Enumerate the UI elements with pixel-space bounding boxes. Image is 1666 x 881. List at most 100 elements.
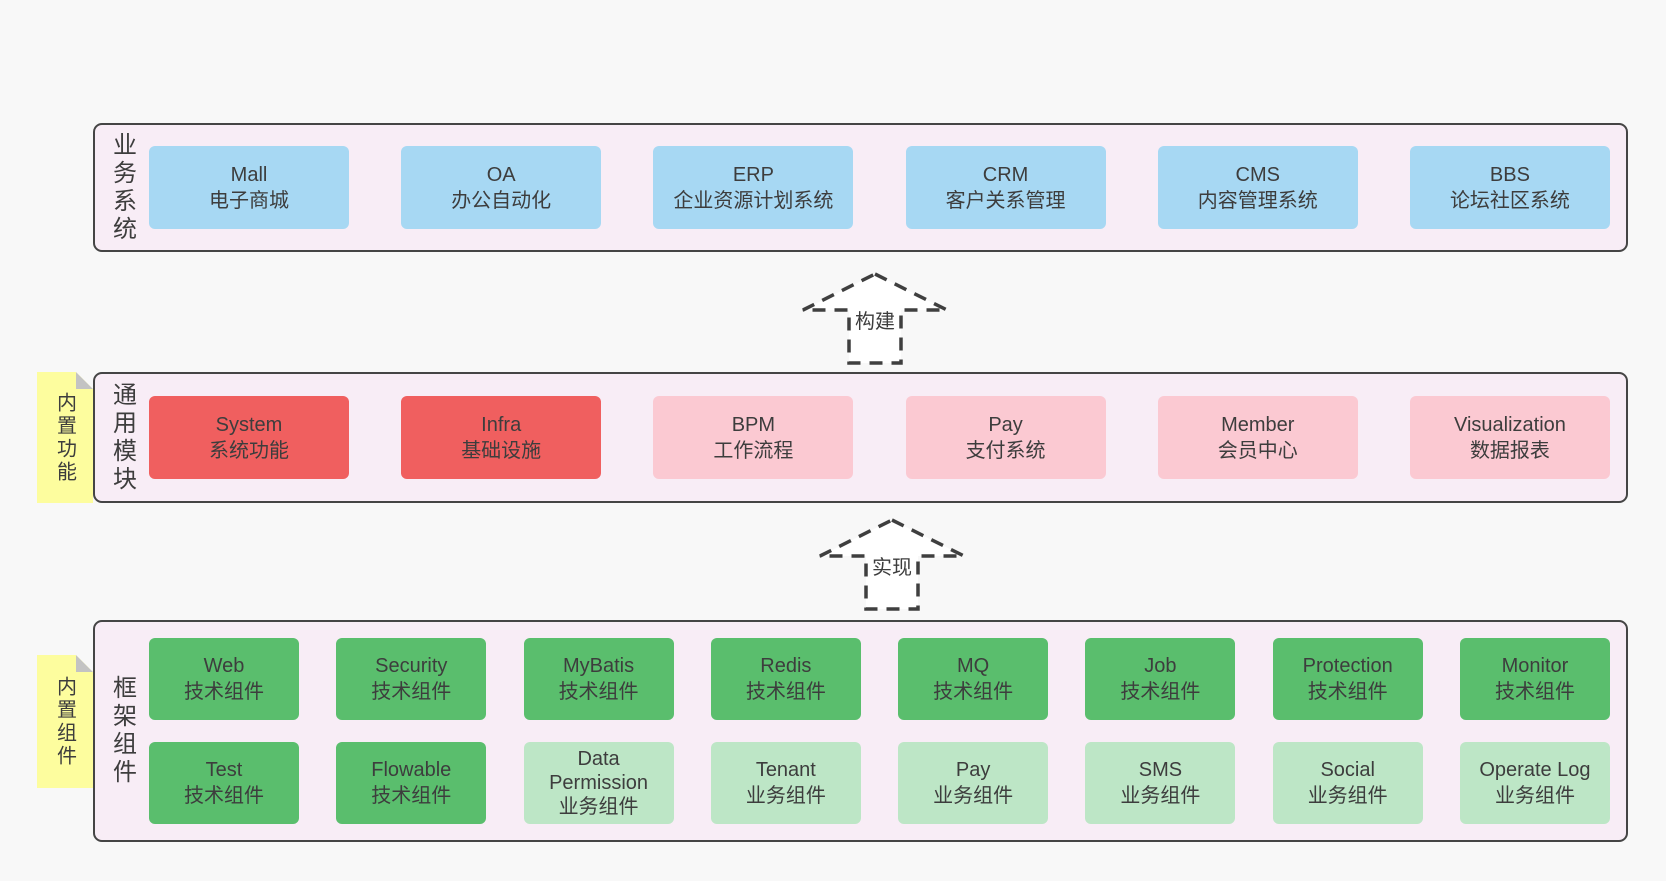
box-subtitle: 基础设施 — [461, 439, 542, 462]
box-title: Redis — [760, 655, 812, 677]
box-subtitle: 技术组件 — [933, 681, 1014, 703]
box-title: MQ — [957, 655, 990, 677]
box-subtitle: 业务组件 — [933, 785, 1014, 807]
box-subtitle: 技术组件 — [1120, 681, 1201, 703]
box-title: Tenant — [755, 759, 816, 781]
box-visualization: Visualization 数据报表 — [1409, 396, 1610, 479]
box-redis: Redis 技术组件 — [710, 638, 861, 720]
box-title: Pay — [955, 759, 991, 781]
box-title: Visualization — [1453, 413, 1566, 436]
sticky-note-built-in-features: 内置功能 — [37, 372, 93, 503]
box-subtitle: 业务组件 — [1307, 785, 1388, 807]
box-subtitle: 技术组件 — [1494, 681, 1575, 703]
box-subtitle: 系统功能 — [209, 439, 289, 462]
box-title: CMS — [1235, 163, 1280, 186]
build-arrow-icon: 构建 — [800, 271, 950, 366]
component-row-2: Test 技术组件 Flowable 技术组件 Data Permission … — [149, 742, 1610, 824]
box-test: Test 技术组件 — [149, 742, 299, 824]
box-subtitle: 内容管理系统 — [1197, 189, 1318, 212]
sticky-note-label: 内置功能 — [53, 391, 76, 484]
box-mq: MQ 技术组件 — [898, 638, 1049, 720]
folded-corner-icon — [76, 655, 93, 672]
box-title: Data Permission — [549, 748, 649, 794]
build-arrow-label: 构建 — [852, 311, 898, 333]
layer-label-column: 业务系统 — [95, 125, 149, 250]
box-subtitle: 技术组件 — [184, 785, 264, 807]
box-title: Pay — [988, 413, 1023, 436]
box-protection: Protection 技术组件 — [1272, 638, 1423, 720]
box-title: ERP — [732, 163, 774, 186]
box-operate-log: Operate Log 业务组件 — [1459, 742, 1610, 824]
box-title: Security — [375, 655, 448, 677]
box-subtitle: 工作流程 — [713, 439, 794, 462]
box-social: Social 业务组件 — [1272, 742, 1423, 824]
layer-framework-components: 框架组件 Web 技术组件 Security 技术组件 MyBatis 技术组件… — [93, 620, 1628, 842]
box-subtitle: 技术组件 — [184, 681, 264, 703]
box-title: Operate Log — [1479, 759, 1591, 781]
box-member: Member 会员中心 — [1157, 396, 1358, 479]
layer-label: 通用模块 — [108, 381, 136, 494]
box-subtitle: 业务组件 — [1494, 785, 1575, 807]
box-infra: Infra 基础设施 — [401, 396, 602, 479]
box-mybatis: MyBatis 技术组件 — [523, 638, 674, 720]
implement-arrow-label: 实现 — [869, 557, 915, 579]
box-pay-component: Pay 业务组件 — [898, 742, 1049, 824]
box-title: MyBatis — [563, 655, 635, 677]
layer-content: Web 技术组件 Security 技术组件 MyBatis 技术组件 Redi… — [149, 622, 1626, 840]
box-subtitle: 业务组件 — [745, 785, 826, 807]
box-subtitle: 业务组件 — [558, 796, 639, 818]
box-subtitle: 企业资源计划系统 — [673, 189, 834, 212]
implement-arrow-icon: 实现 — [817, 517, 967, 612]
box-title: CRM — [982, 163, 1029, 186]
box-subtitle: 支付系统 — [965, 439, 1046, 462]
box-title: OA — [486, 163, 516, 186]
box-flowable: Flowable 技术组件 — [336, 742, 487, 824]
box-system: System 系统功能 — [149, 396, 349, 479]
box-pay-system: Pay 支付系统 — [905, 396, 1106, 479]
box-title: SMS — [1138, 759, 1183, 781]
box-security: Security 技术组件 — [336, 638, 487, 720]
box-title: Monitor — [1501, 655, 1569, 677]
box-title: Web — [203, 655, 245, 677]
box-title: Infra — [481, 413, 522, 436]
sticky-note-built-in-components: 内置组件 — [37, 655, 93, 788]
box-subtitle: 客户关系管理 — [945, 189, 1066, 212]
layer-label: 框架组件 — [108, 675, 136, 787]
box-crm: CRM 客户关系管理 — [905, 146, 1106, 229]
box-erp: ERP 企业资源计划系统 — [653, 146, 854, 229]
layer-label-column: 通用模块 — [95, 374, 149, 501]
layer-label: 业务系统 — [108, 131, 136, 244]
component-row-1: Web 技术组件 Security 技术组件 MyBatis 技术组件 Redi… — [149, 638, 1610, 720]
sticky-note-label: 内置组件 — [53, 675, 76, 768]
folded-corner-icon — [76, 372, 93, 389]
box-title: Job — [1144, 655, 1177, 677]
layer-business-systems: 业务系统 Mall 电子商城 OA 办公自动化 ERP 企业资源计划系统 CRM… — [93, 123, 1628, 252]
box-sms: SMS 业务组件 — [1085, 742, 1236, 824]
box-subtitle: 技术组件 — [371, 681, 452, 703]
box-title: Mall — [230, 163, 268, 186]
box-mall: Mall 电子商城 — [149, 146, 349, 229]
box-title: BPM — [731, 413, 776, 436]
box-subtitle: 会员中心 — [1217, 439, 1298, 462]
box-monitor: Monitor 技术组件 — [1459, 638, 1610, 720]
layer-label-column: 框架组件 — [95, 622, 149, 840]
box-job: Job 技术组件 — [1085, 638, 1236, 720]
box-title: Protection — [1302, 655, 1393, 677]
box-bpm: BPM 工作流程 — [653, 396, 854, 479]
box-title: BBS — [1489, 163, 1530, 186]
box-title: Flowable — [371, 759, 452, 781]
box-subtitle: 技术组件 — [558, 681, 639, 703]
box-cms: CMS 内容管理系统 — [1157, 146, 1358, 229]
layer-content: System 系统功能 Infra 基础设施 BPM 工作流程 Pay 支付系统… — [149, 374, 1626, 501]
box-web: Web 技术组件 — [149, 638, 299, 720]
box-title: Social — [1320, 759, 1375, 781]
box-subtitle: 办公自动化 — [451, 189, 552, 212]
box-subtitle: 电子商城 — [209, 189, 289, 212]
box-subtitle: 论坛社区系统 — [1449, 189, 1570, 212]
box-data-permission: Data Permission 业务组件 — [523, 742, 674, 824]
box-title: System — [215, 413, 283, 436]
box-title: Test — [205, 759, 243, 781]
box-tenant: Tenant 业务组件 — [710, 742, 861, 824]
box-oa: OA 办公自动化 — [401, 146, 602, 229]
